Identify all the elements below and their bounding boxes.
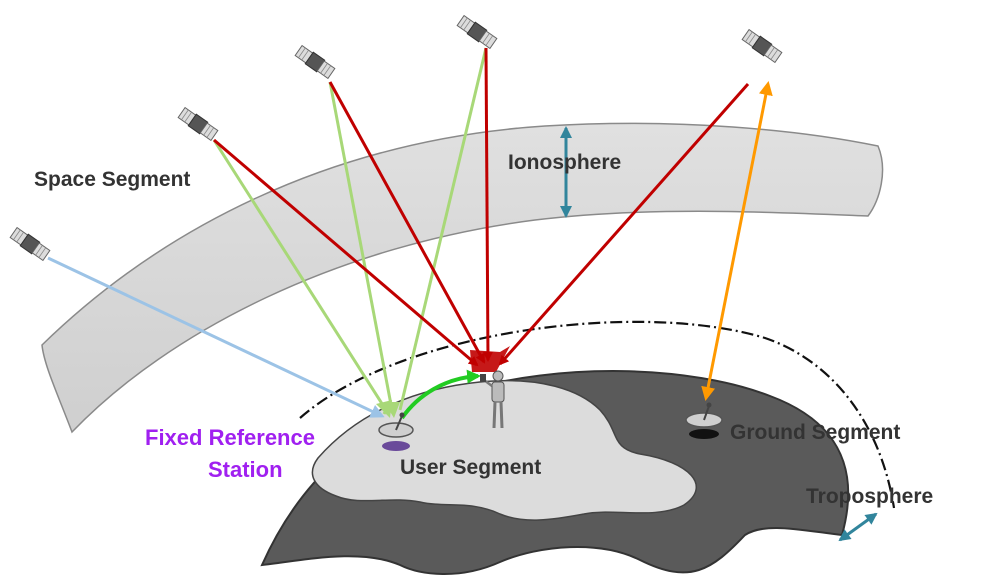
- troposphere-thickness-marker: [838, 512, 878, 542]
- user-region: [311, 379, 697, 521]
- satellite-icon: [741, 28, 783, 64]
- space-segment-label: Space Segment: [34, 168, 190, 191]
- ionosphere-label: Ionosphere: [508, 151, 621, 174]
- ground-uplink: [701, 81, 773, 401]
- ground-segment-label: Ground Segment: [730, 421, 900, 444]
- blue-signal: [47, 256, 385, 418]
- troposphere-label: Troposphere: [806, 485, 933, 508]
- correction-link: [400, 369, 481, 420]
- satellite-icon: [294, 44, 336, 80]
- dish-antenna-icon: [685, 402, 723, 439]
- satellite-icon: [456, 14, 498, 50]
- fixed-reference-label-line2: Station: [208, 457, 283, 482]
- user-segment-label: User Segment: [400, 456, 541, 479]
- dish-antenna-icon: [378, 412, 414, 451]
- user-person-icon: [480, 370, 505, 429]
- satellite-icon: [177, 106, 219, 142]
- fixed-reference-label-line1: Fixed Reference: [145, 425, 315, 450]
- satellite-icon: [9, 226, 51, 262]
